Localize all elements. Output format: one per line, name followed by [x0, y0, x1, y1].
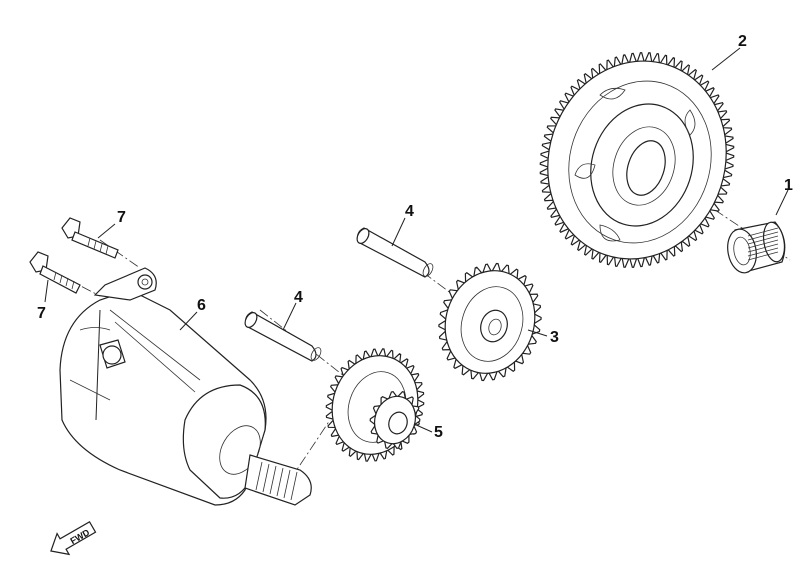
- callout-6: 6: [197, 297, 206, 314]
- callout-4-upper: 4: [405, 203, 414, 220]
- callout-4-lower: 4: [294, 289, 303, 306]
- spline-tooth: [255, 461, 263, 491]
- spline-tooth: [269, 465, 277, 495]
- bearing-needle: [747, 235, 779, 245]
- bearing-needle: [747, 239, 779, 249]
- spline-tooth: [283, 469, 291, 499]
- pin-shaft-icon-lower: [244, 311, 322, 362]
- spline-tooth: [276, 467, 284, 497]
- bearing-needle: [747, 251, 779, 261]
- bearing-needle: [747, 243, 779, 253]
- reduction-gear-icon: [325, 348, 425, 462]
- leader-lines: [44, 47, 789, 433]
- callouts: 2 1 3 4 4 5 6 7 7: [37, 33, 793, 441]
- spline-tooth: [290, 471, 298, 501]
- bearing-needle: [747, 247, 779, 257]
- spline-tooth: [262, 463, 270, 493]
- callout-7-upper: 7: [117, 209, 126, 226]
- callout-7-lower: 7: [37, 305, 46, 322]
- callout-1: 1: [784, 177, 793, 194]
- fwd-arrow-icon: FWD: [50, 520, 97, 556]
- pin-shaft-icon-upper: [356, 227, 434, 278]
- bearing-needle: [747, 227, 779, 237]
- callout-3: 3: [550, 329, 559, 346]
- idler-gear-icon: [438, 262, 542, 382]
- needle-bearing-icon: [727, 221, 786, 274]
- bearing-needle: [747, 231, 779, 241]
- callout-2: 2: [738, 33, 747, 50]
- starter-ring-gear-icon: [539, 52, 735, 268]
- bolt-icon-lower: [29, 251, 81, 294]
- starter-motor-icon: [59, 267, 312, 506]
- bolt-icon-upper: [61, 217, 119, 259]
- callout-5: 5: [434, 424, 443, 441]
